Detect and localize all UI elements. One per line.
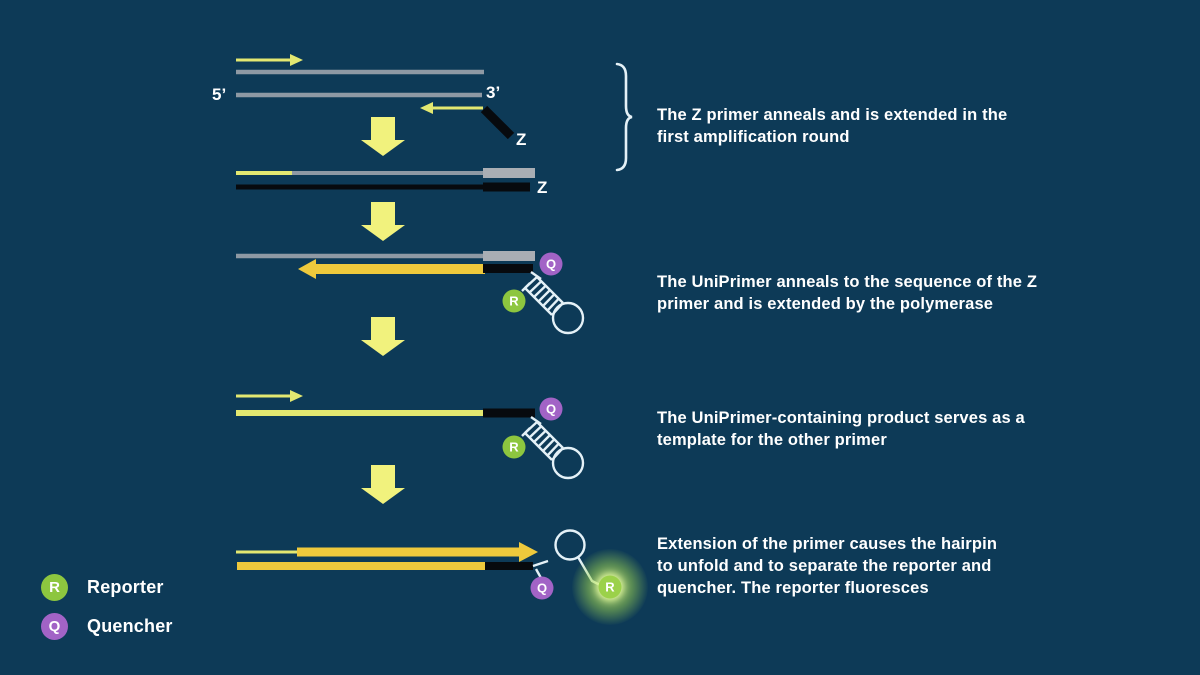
reporter-badge-step2: R bbox=[502, 289, 526, 313]
z-primer-label: Z bbox=[516, 130, 527, 149]
quencher-badge-step3: Q bbox=[539, 397, 563, 421]
down-arrow-1 bbox=[361, 117, 405, 156]
quencher-badge-step2: Q bbox=[539, 252, 563, 276]
quencher-legend-icon: Q bbox=[41, 613, 68, 640]
down-arrow-4 bbox=[361, 465, 405, 504]
reporter-badge-step4: R bbox=[598, 575, 622, 599]
z-primer-tail bbox=[480, 105, 515, 140]
annotation-line: The UniPrimer-containing product serves … bbox=[657, 409, 1025, 427]
forward-primer-arrow bbox=[290, 54, 303, 66]
annotation-line: to unfold and to separate the reporter a… bbox=[657, 557, 992, 575]
five-prime-label: 5’ bbox=[212, 85, 227, 104]
reporter-badge-step3: R bbox=[502, 435, 526, 459]
annotation-line: first amplification round bbox=[657, 128, 850, 146]
extension-arrowhead bbox=[519, 542, 538, 562]
step1-template-dna bbox=[236, 54, 515, 140]
hairpin-step3 bbox=[520, 415, 585, 480]
three-prime-label: 3’ bbox=[486, 83, 501, 102]
other-primer-arrow bbox=[290, 390, 303, 402]
step2-uniprimer-anneals bbox=[236, 251, 585, 335]
annotation-line: quencher. The reporter fluoresces bbox=[657, 579, 929, 597]
legend-label-quencher: Quencher bbox=[87, 616, 173, 636]
z-strand-label: Z bbox=[537, 178, 548, 197]
z-primer-arrowhead bbox=[420, 102, 433, 114]
down-arrow-3 bbox=[361, 317, 405, 356]
reporter-legend-icon: R bbox=[41, 574, 68, 601]
uniprimer-arrowhead bbox=[298, 259, 316, 279]
annotation-line: The Z primer anneals and is extended in … bbox=[657, 106, 1008, 124]
hairpin-step2 bbox=[520, 270, 585, 335]
step3-uniprimer-product bbox=[236, 390, 585, 480]
step1-product-duplex bbox=[236, 168, 535, 192]
annotation-line: The UniPrimer anneals to the sequence of… bbox=[657, 273, 1038, 291]
annotation-line: primer and is extended by the polymerase bbox=[657, 295, 994, 313]
legend-item-reporter: R Reporter bbox=[41, 574, 164, 601]
step4-hairpin-unfolded bbox=[236, 529, 603, 588]
annotation-step3: The UniPrimer-containing product serves … bbox=[657, 407, 1025, 451]
brace bbox=[615, 62, 633, 172]
annotation-line: Extension of the primer causes the hairp… bbox=[657, 535, 998, 553]
annotation-step4: Extension of the primer causes the hairp… bbox=[657, 533, 997, 599]
annotation-step2: The UniPrimer anneals to the sequence of… bbox=[657, 271, 1037, 315]
annotation-line: template for the other primer bbox=[657, 431, 887, 449]
process-arrows bbox=[361, 117, 405, 504]
legend-label-reporter: Reporter bbox=[87, 577, 164, 597]
down-arrow-2 bbox=[361, 202, 405, 241]
quencher-badge-step4: Q bbox=[530, 576, 554, 600]
annotation-step1: The Z primer anneals and is extended in … bbox=[657, 104, 1007, 148]
legend-item-quencher: Q Quencher bbox=[41, 613, 173, 640]
